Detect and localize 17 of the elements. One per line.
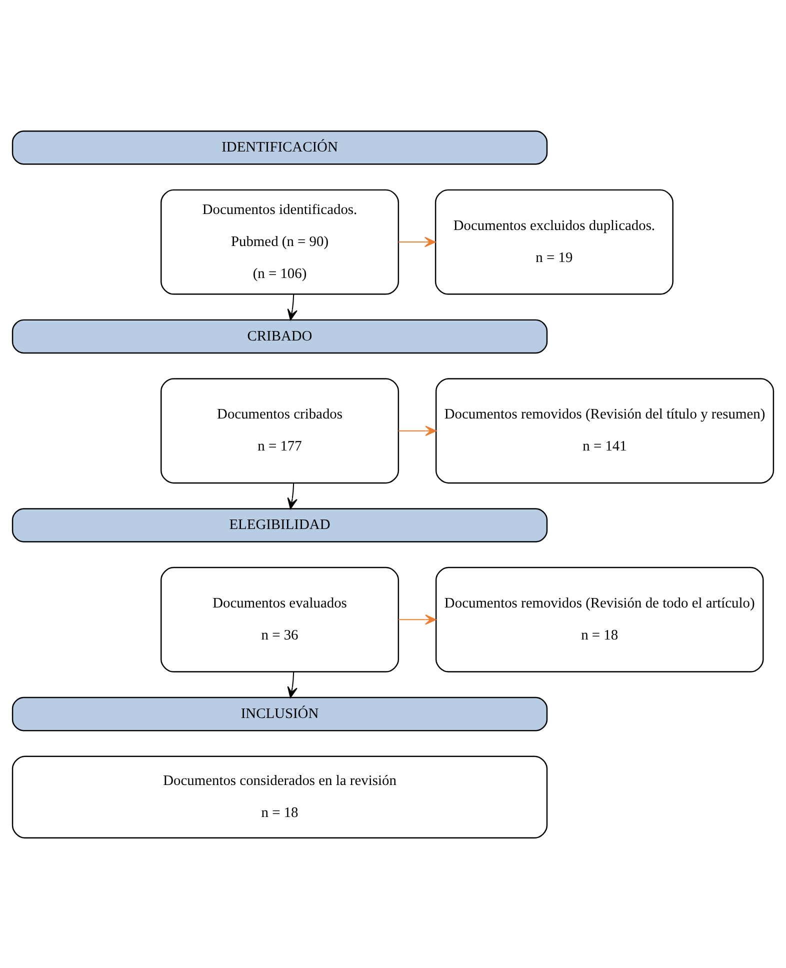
node-box: Documentos excluidos duplicados. n = 19 [434, 188, 674, 294]
arrow [287, 294, 298, 320]
node-box: IDENTIFICACIÓN [12, 130, 548, 164]
node-box: Documentos identificados. Pubmed (n = 90) (n = 106) [160, 188, 400, 294]
node-box: Documentos cribados n = 177 [160, 378, 400, 484]
arrow [398, 425, 436, 436]
arrow [287, 482, 298, 509]
node-box: ELEGIBILIDAD [12, 508, 548, 542]
node-box: Documentos considerados en la revisión n = 18 [12, 755, 548, 838]
node-box: Documentos removidos (Revisión del título y resumen) n = 141 [435, 378, 774, 484]
node-box: INCLUSIÓN [12, 696, 548, 731]
arrow [287, 671, 298, 698]
node-box: Documentos removidos (Revisión de todo el artículo) n = 18 [435, 566, 764, 672]
node-box: CRIBADO [12, 318, 548, 354]
arrow [398, 614, 436, 624]
arrow [398, 236, 436, 247]
node-box: Documentos evaluados n = 36 [160, 566, 400, 672]
